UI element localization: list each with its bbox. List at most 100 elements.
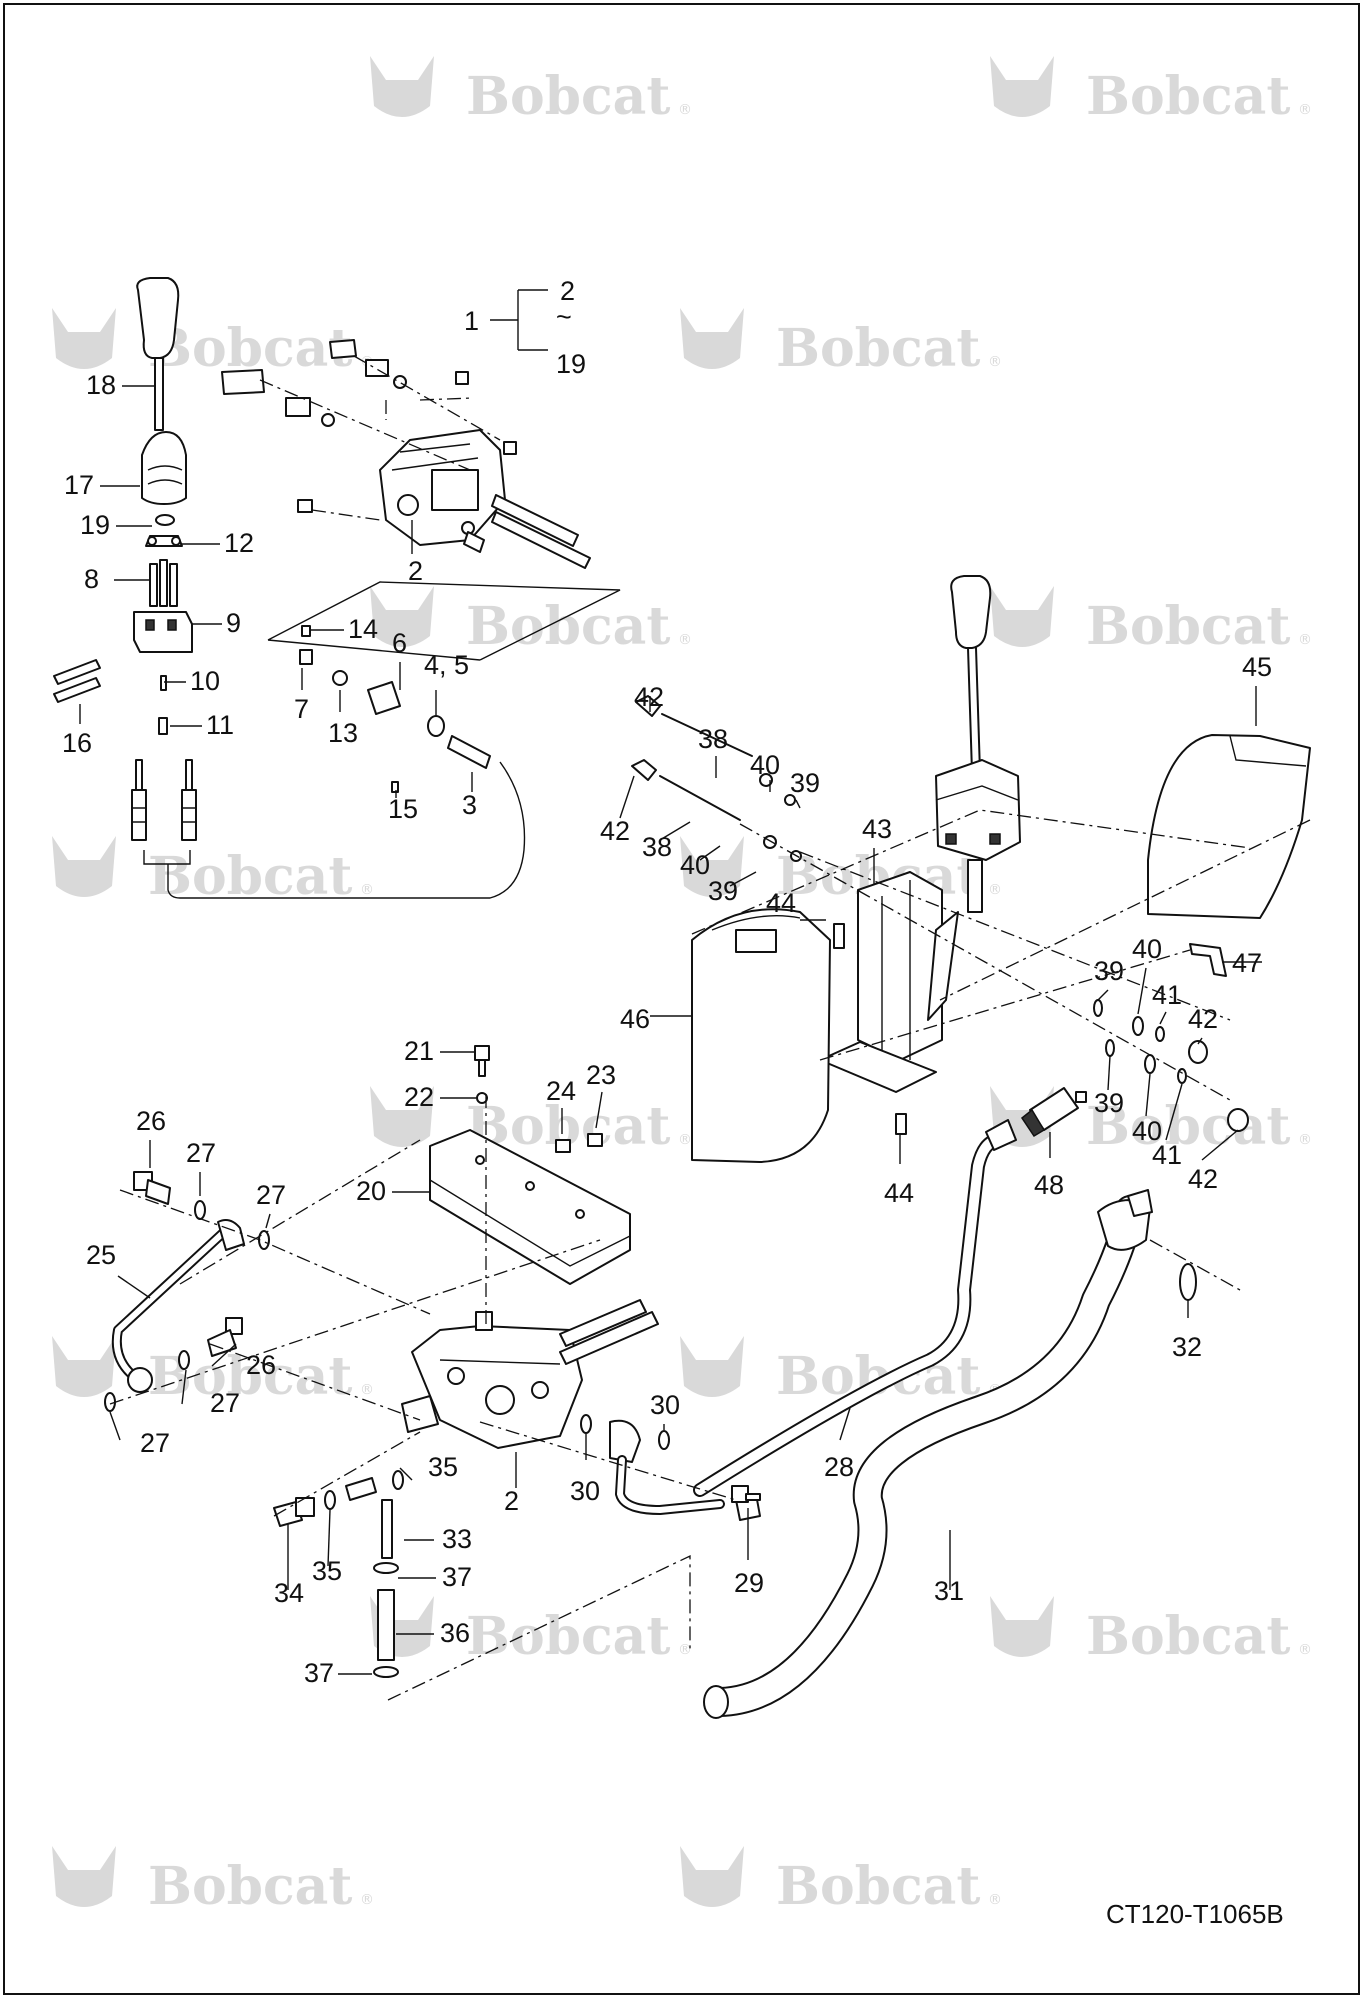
- part-callout: 21: [404, 1036, 434, 1066]
- bolt-29: [731, 1485, 761, 1503]
- bobcat-watermark: Bobcat®: [370, 56, 692, 127]
- pilot-cartridges: [131, 759, 197, 841]
- bobcat-watermark-text: Bobcat: [1086, 66, 1290, 127]
- part-callout: 20: [356, 1176, 386, 1206]
- bobcat-logo-icon: [370, 1086, 434, 1147]
- bobcat-logo-icon: [680, 308, 744, 369]
- part-callout: 13: [328, 718, 358, 748]
- bobcat-watermark: Bobcat®: [990, 1596, 1312, 1667]
- bobcat-logo-icon: [52, 308, 116, 369]
- bobcat-watermark-text: Bobcat: [148, 1856, 352, 1917]
- bobcat-logo-icon: [370, 586, 434, 647]
- inlet-tube-31: [703, 1189, 1153, 1719]
- part-callout: 30: [570, 1476, 600, 1506]
- part-callout: 44: [884, 1178, 914, 1208]
- bobcat-watermark: Bobcat ®: [680, 308, 1002, 379]
- right-side-cover: [1147, 734, 1311, 919]
- guide-housing: [133, 611, 193, 653]
- push-rods: [149, 559, 178, 607]
- suction-loop: [615, 1455, 725, 1515]
- part-callout: 42: [634, 682, 664, 712]
- bobcat-logo-icon: [680, 1846, 744, 1907]
- part-callout: 27: [256, 1180, 286, 1210]
- part-callout: 38: [698, 724, 728, 754]
- part-callout: 11: [206, 710, 234, 740]
- part-callout: 42: [1188, 1164, 1218, 1194]
- bobcat-watermarks: Bobcat ® Bobcat ® Bobcat ® Bobcat ® Bobcat ® Bobca…: [52, 56, 1312, 1917]
- bobcat-watermark: Bobcat®: [52, 1846, 374, 1917]
- cartridge-bracket-line: [143, 850, 191, 865]
- bobcat-watermark: Bobcat®: [52, 836, 374, 907]
- part-callout: 40: [1132, 934, 1162, 964]
- bobcat-logo-icon: [52, 836, 116, 897]
- plate-bolts: [474, 1045, 603, 1153]
- callout-leader-line: [1145, 1073, 1151, 1117]
- assembly-bracket-parent: 1: [464, 306, 479, 336]
- part-callout: 37: [304, 1658, 334, 1688]
- callout-leader-line: [619, 775, 635, 819]
- bobcat-watermark-text: Bobcat: [776, 318, 980, 379]
- bobcat-logo-icon: [990, 586, 1054, 647]
- right-joystick-knob: [950, 575, 992, 773]
- part-callout: 29: [734, 1568, 764, 1598]
- bobcat-logo-icon: [52, 1336, 116, 1397]
- bobcat-logo-icon: [52, 1846, 116, 1907]
- callout-leader-line: [1137, 967, 1147, 1015]
- part-callout: 2: [504, 1486, 519, 1516]
- bobcat-logo-icon: [370, 56, 434, 117]
- callout-leader-line: [1197, 1037, 1203, 1045]
- bobcat-watermark-text: Bobcat: [466, 1606, 670, 1667]
- fittings-26-27: [104, 1171, 270, 1412]
- console-bolts-lower: [833, 923, 1249, 1135]
- bobcat-watermark-text: Bobcat: [148, 318, 352, 379]
- part-callout: 43: [862, 814, 892, 844]
- part-callout: 24: [546, 1076, 576, 1106]
- callout-leader-line: [265, 1213, 271, 1229]
- small-pin-and-screw: [158, 675, 168, 735]
- part-callout: 17: [64, 470, 94, 500]
- part-callout: 39: [790, 768, 820, 798]
- part-callout: 41: [1152, 1140, 1182, 1170]
- registered-mark: ®: [360, 1382, 374, 1398]
- bobcat-watermark-text: Bobcat: [466, 66, 670, 127]
- part-callout: 26: [136, 1106, 166, 1136]
- callout-leader-line: [211, 1343, 237, 1367]
- registered-mark: ®: [1298, 632, 1312, 648]
- callout-leader-line: [117, 1275, 151, 1299]
- callout-leader-line: [399, 1467, 413, 1481]
- part-callout: 6: [392, 628, 407, 658]
- part-callout: 37: [442, 1562, 472, 1592]
- part-callout: 47: [1232, 948, 1262, 978]
- part-callout: 3: [462, 790, 477, 820]
- callout-leader-line: [595, 1091, 603, 1129]
- part-callout: 22: [404, 1082, 434, 1112]
- callout-leader-line: [795, 799, 801, 809]
- return-tube-28: [693, 1119, 1017, 1497]
- lower-centerlines: [109, 1094, 1241, 1701]
- part-callout: 33: [442, 1524, 472, 1554]
- callout-leader-line: [181, 1369, 187, 1405]
- callout-leaders: [79, 385, 1262, 1675]
- bobcat-watermark-text: Bobcat: [1086, 596, 1290, 657]
- joystick-boot: [141, 431, 187, 505]
- part-callout: 23: [586, 1060, 616, 1090]
- bobcat-logo-icon: [680, 836, 744, 897]
- registered-mark: ®: [678, 1132, 692, 1148]
- bobcat-watermark: Bobcat ®: [990, 586, 1312, 657]
- callout-leader-line: [1159, 1011, 1167, 1025]
- part-callout: 31: [934, 1576, 964, 1606]
- assembly-bracket-first: 2: [560, 276, 575, 306]
- part-callout: 35: [312, 1556, 342, 1586]
- registered-mark: ®: [988, 354, 1002, 370]
- control-lever-knob: [136, 277, 180, 431]
- upper-valve-dashed-box: [267, 581, 621, 661]
- bobcat-watermark: Bobcat®: [370, 586, 692, 657]
- callout-leader-line: [699, 845, 721, 861]
- part-callout: 14: [348, 614, 378, 644]
- registered-mark: ®: [360, 882, 374, 898]
- part-callout: 15: [388, 794, 418, 824]
- assembly-bracket: 1 2 ~ 19: [464, 276, 586, 379]
- callout-leader-line: [327, 1509, 331, 1567]
